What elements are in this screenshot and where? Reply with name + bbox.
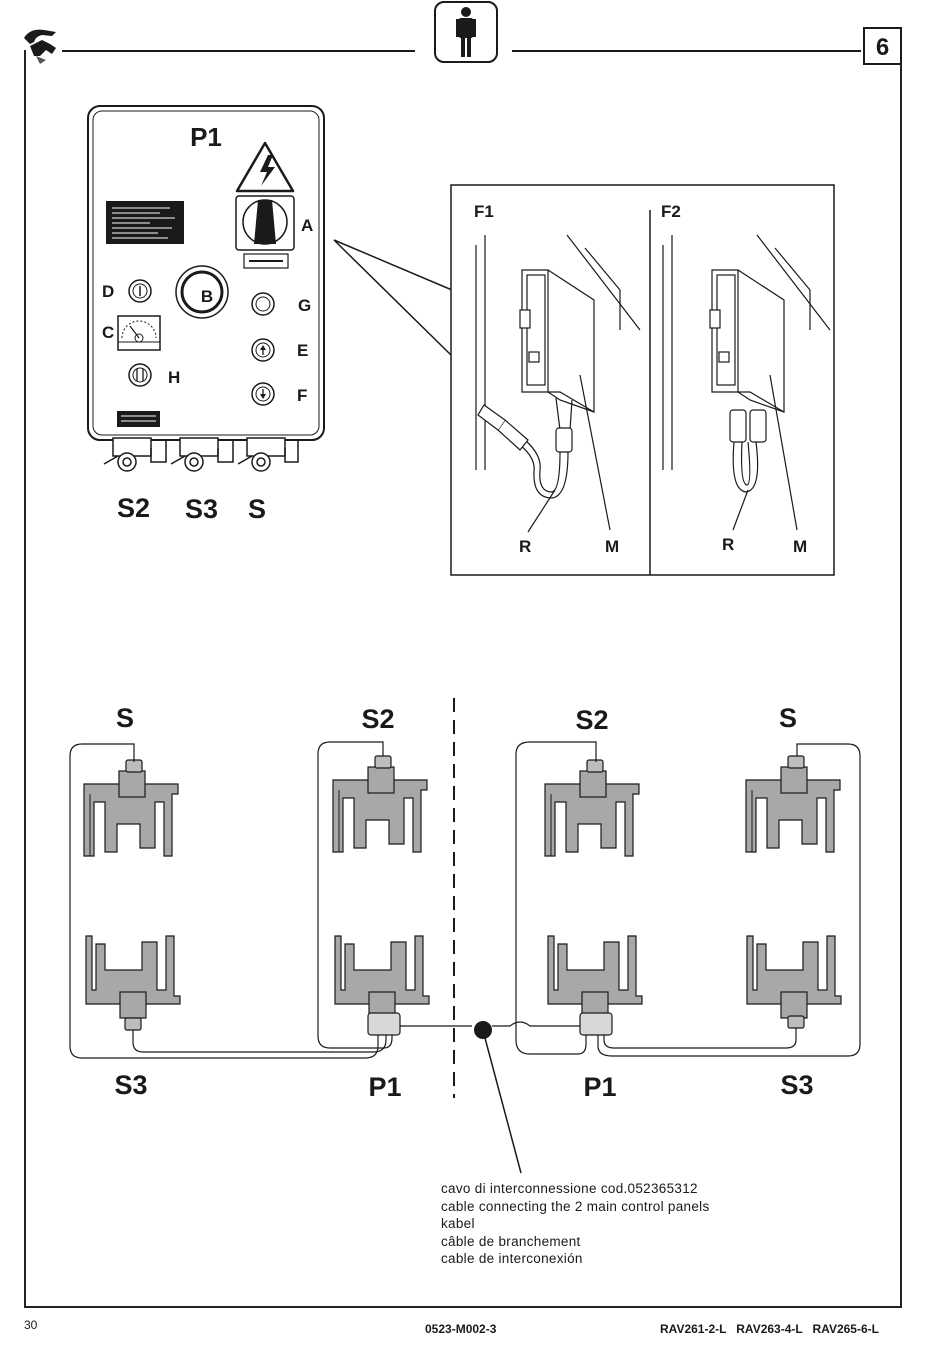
panel-connectors: [104, 438, 298, 471]
indicator-d[interactable]: [129, 280, 151, 302]
left-label-p1: P1: [368, 1072, 401, 1102]
info-plate: [106, 201, 184, 244]
control-panel-diagram: P1 A D B G C: [0, 0, 950, 600]
caption-line-fr: câble de branchement: [441, 1233, 710, 1251]
caption-line-es: cable de interconexión: [441, 1250, 710, 1268]
lamp-g: [252, 293, 274, 315]
socket-label-s3: S3: [185, 494, 218, 524]
label-g: G: [298, 296, 311, 315]
page-number: 30: [24, 1318, 37, 1332]
right-label-p1: P1: [583, 1072, 616, 1102]
label-d: D: [102, 282, 114, 301]
doc-code: 0523-M002-3: [425, 1322, 496, 1336]
label-h: H: [168, 368, 180, 387]
label-f: F: [297, 386, 307, 405]
left-label-s: S: [116, 703, 134, 733]
main-switch[interactable]: [236, 196, 294, 268]
detail-f2-m-label: M: [793, 537, 807, 556]
right-label-s3: S3: [780, 1070, 813, 1100]
bottom-plate: [117, 411, 160, 427]
cable-caption: cavo di interconnessione cod.052365312 c…: [441, 1180, 710, 1268]
caption-line-it: cavo di interconnessione cod.052365312: [441, 1180, 710, 1198]
gauge-c: [118, 316, 160, 350]
right-wiring-group: [516, 742, 860, 1056]
label-c: C: [102, 323, 114, 342]
socket-label-s: S: [248, 494, 266, 524]
socket-label-s2: S2: [117, 493, 150, 523]
detail-f1-r-label: R: [519, 537, 531, 556]
caption-line-en: cable connecting the 2 main control pane…: [441, 1198, 710, 1216]
panel-title: P1: [190, 122, 222, 152]
left-label-s2: S2: [361, 704, 394, 734]
right-label-s2: S2: [575, 705, 608, 735]
button-up-e[interactable]: [252, 339, 274, 361]
detail-f1-m-label: M: [605, 537, 619, 556]
label-a: A: [301, 216, 313, 235]
left-wiring-group: [70, 742, 472, 1058]
detail-f2-label: F2: [661, 202, 681, 221]
selector-h[interactable]: [129, 364, 151, 386]
button-down-f[interactable]: [252, 383, 274, 405]
cable-junction: [474, 1021, 492, 1039]
label-e: E: [297, 341, 308, 360]
left-label-s3: S3: [114, 1070, 147, 1100]
right-label-s: S: [779, 703, 797, 733]
caption-leader-line: [485, 1038, 521, 1173]
label-b: B: [201, 287, 213, 306]
detail-f1-label: F1: [474, 202, 494, 221]
caption-line-de: kabel: [441, 1215, 710, 1233]
model-list: RAV261-2-L RAV263-4-L RAV265-6-L: [660, 1322, 879, 1336]
detail-f2-r-label: R: [722, 535, 734, 554]
wiring-diagram: S S2 S3 P1 S2 S P1 S3: [0, 680, 950, 1240]
